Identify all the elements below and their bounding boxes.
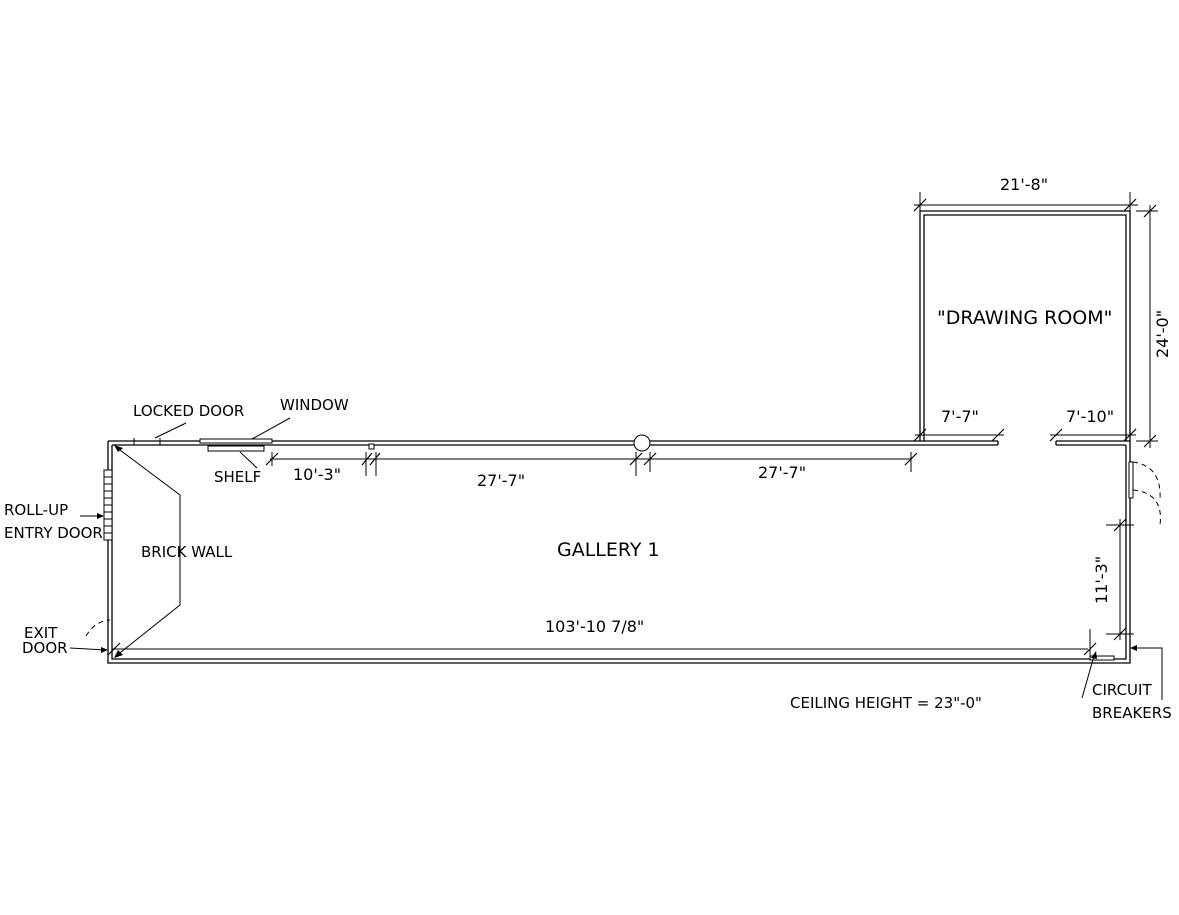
window bbox=[199, 438, 273, 444]
dim-seg2: 27'-7" bbox=[477, 471, 525, 490]
locked-door bbox=[133, 438, 161, 445]
dim-drawing-width: 21'-8" bbox=[1000, 175, 1048, 194]
roll-up-label-line1: ROLL-UP bbox=[4, 501, 68, 519]
dim-seg1: 10'-3" bbox=[293, 465, 341, 484]
drawing-room-walls bbox=[919, 210, 1131, 441]
brick-wall-outline bbox=[114, 445, 181, 658]
dim-drawing-height: 24'-0" bbox=[1153, 310, 1172, 358]
roll-up-label-line2: ENTRY DOOR bbox=[4, 524, 103, 542]
drawing-room-label: "DRAWING ROOM" bbox=[937, 307, 1112, 329]
dimension-lines bbox=[107, 192, 1158, 658]
exit-door-swing bbox=[69, 619, 111, 653]
exit-door-label-line2: DOOR bbox=[22, 639, 68, 657]
circuit-breakers-label-line2: BREAKERS bbox=[1092, 704, 1172, 722]
shelf-label: SHELF bbox=[214, 468, 261, 486]
gallery-label: GALLERY 1 bbox=[557, 539, 660, 561]
east-door bbox=[1128, 461, 1161, 526]
circuit-breakers-marker bbox=[1081, 645, 1163, 700]
roll-up-pointer bbox=[80, 513, 104, 519]
leader-lines bbox=[154, 417, 291, 469]
brick-wall-label: BRICK WALL bbox=[141, 543, 233, 561]
dim-total-length: 103'-10 7/8" bbox=[545, 617, 644, 636]
dim-right-opening: 7'-10" bbox=[1066, 407, 1114, 426]
wall-post bbox=[368, 443, 375, 450]
ceiling-height-label: CEILING HEIGHT = 23"-0" bbox=[790, 694, 982, 712]
locked-door-label: LOCKED DOOR bbox=[133, 402, 244, 420]
dim-seg3: 27'-7" bbox=[758, 463, 806, 482]
dim-east-wall: 11'-3" bbox=[1092, 556, 1111, 604]
shelf bbox=[207, 445, 265, 452]
roll-up-door bbox=[103, 469, 113, 541]
wall-column bbox=[633, 434, 651, 452]
circuit-breakers-label-line1: CIRCUIT bbox=[1092, 681, 1152, 699]
dim-left-opening: 7'-7" bbox=[941, 407, 979, 426]
window-label: WINDOW bbox=[280, 396, 349, 414]
exit-door-label-line1: EXIT bbox=[24, 624, 58, 642]
